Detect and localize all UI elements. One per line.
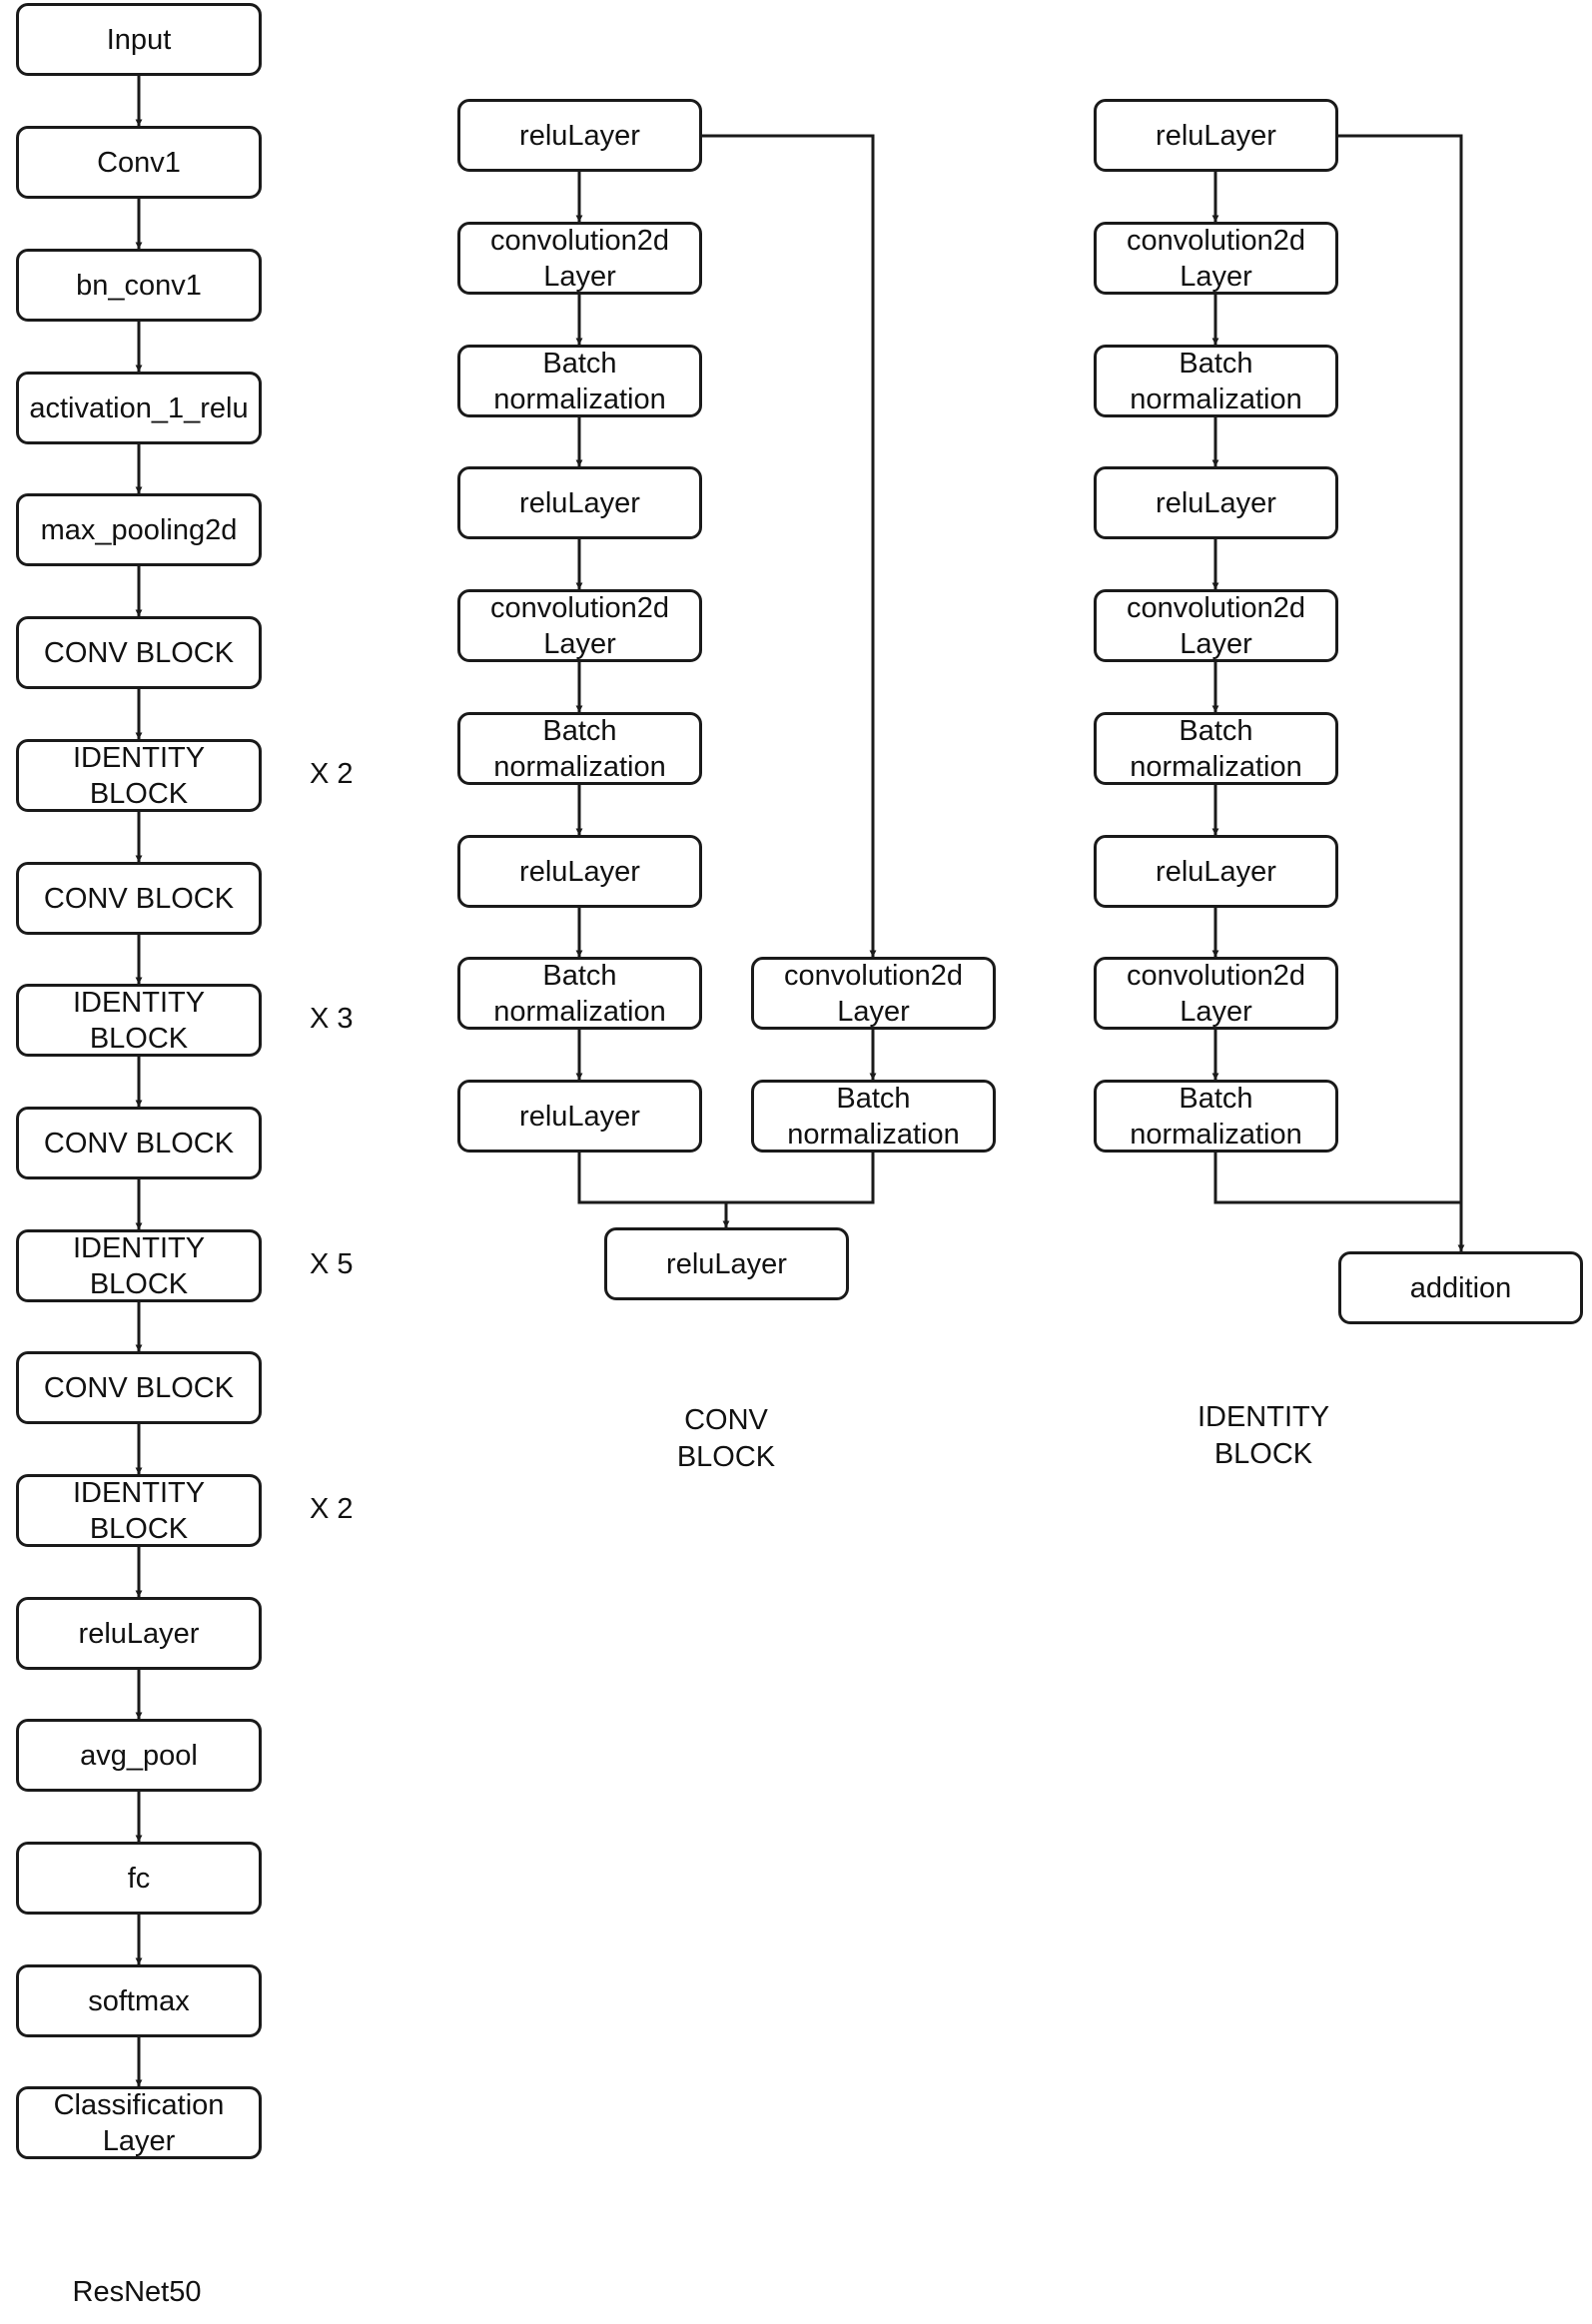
resnet50-caption: ResNet50 <box>72 2276 202 2308</box>
identity-block-merge-line <box>1213 1153 1461 1204</box>
resnet-layer-avg-pool: avg_pool <box>16 1719 262 1792</box>
resnet-layer-bn-conv1: bn_conv1 <box>16 249 262 322</box>
conv-block-relu-node: reluLayer <box>457 835 702 908</box>
resnet-layer-conv-block: CONV BLOCK <box>16 1107 262 1179</box>
resnet-layer-conv1: Conv1 <box>16 126 262 199</box>
resnet-layer-input: Input <box>16 3 262 76</box>
identity-block-addition-node: addition <box>1338 1251 1583 1324</box>
resnet-layer-fc: fc <box>16 1842 262 1915</box>
repeat-count-label: X 3 <box>310 1003 354 1035</box>
resnet-layer-conv-block: CONV BLOCK <box>16 1351 262 1424</box>
identity-block-convolution-node: convolution2d Layer <box>1094 589 1338 662</box>
resnet-layer-softmax: softmax <box>16 1964 262 2037</box>
repeat-count-label: X 2 <box>310 758 354 790</box>
identity-block-caption: IDENTITY BLOCK <box>1196 1401 1330 1470</box>
resnet-layer-classification: Classification Layer <box>16 2086 262 2159</box>
identity-block-convolution-node: convolution2d Layer <box>1094 957 1338 1030</box>
conv-block-convolution-node: convolution2d Layer <box>457 589 702 662</box>
resnet-layer-activation-relu: activation_1_relu <box>16 372 262 444</box>
resnet-layer-identity-block: IDENTITY BLOCK <box>16 1229 262 1302</box>
identity-block-relu-node: reluLayer <box>1094 99 1338 172</box>
conv-block-caption: CONV BLOCK <box>676 1404 776 1473</box>
conv-block-relu-node: reluLayer <box>457 1080 702 1153</box>
resnet-layer-identity-block: IDENTITY BLOCK <box>16 1474 262 1547</box>
identity-block-convolution-node: convolution2d Layer <box>1094 222 1338 295</box>
identity-block-relu-node: reluLayer <box>1094 466 1338 539</box>
conv-block-shortcut-convolution-node: convolution2d Layer <box>751 957 996 1030</box>
conv-block-batchnorm-node: Batch normalization <box>457 957 702 1030</box>
identity-block-relu-node: reluLayer <box>1094 835 1338 908</box>
repeat-count-label: X 5 <box>310 1248 354 1280</box>
conv-block-shortcut-arrow <box>702 134 877 958</box>
conv-block-shortcut-batchnorm-node: Batch normalization <box>751 1080 996 1153</box>
identity-block-batchnorm-node: Batch normalization <box>1094 345 1338 417</box>
resnet-layer-conv-block: CONV BLOCK <box>16 616 262 689</box>
resnet-layer-relu: reluLayer <box>16 1597 262 1670</box>
conv-block-merge-line <box>577 1153 875 1204</box>
conv-block-output-relu-node: reluLayer <box>604 1227 849 1300</box>
conv-block-convolution-node: convolution2d Layer <box>457 222 702 295</box>
resnet-layer-max-pooling: max_pooling2d <box>16 493 262 566</box>
identity-block-batchnorm-node: Batch normalization <box>1094 1080 1338 1153</box>
resnet-layer-identity-block: IDENTITY BLOCK <box>16 739 262 812</box>
conv-block-batchnorm-node: Batch normalization <box>457 345 702 417</box>
conv-block-relu-node: reluLayer <box>457 466 702 539</box>
repeat-count-label: X 2 <box>310 1493 354 1525</box>
resnet-layer-conv-block: CONV BLOCK <box>16 862 262 935</box>
identity-block-batchnorm-node: Batch normalization <box>1094 712 1338 785</box>
conv-block-relu-node: reluLayer <box>457 99 702 172</box>
resnet-layer-identity-block: IDENTITY BLOCK <box>16 984 262 1057</box>
conv-block-batchnorm-node: Batch normalization <box>457 712 702 785</box>
identity-block-skip-arrow <box>1338 134 1465 1252</box>
